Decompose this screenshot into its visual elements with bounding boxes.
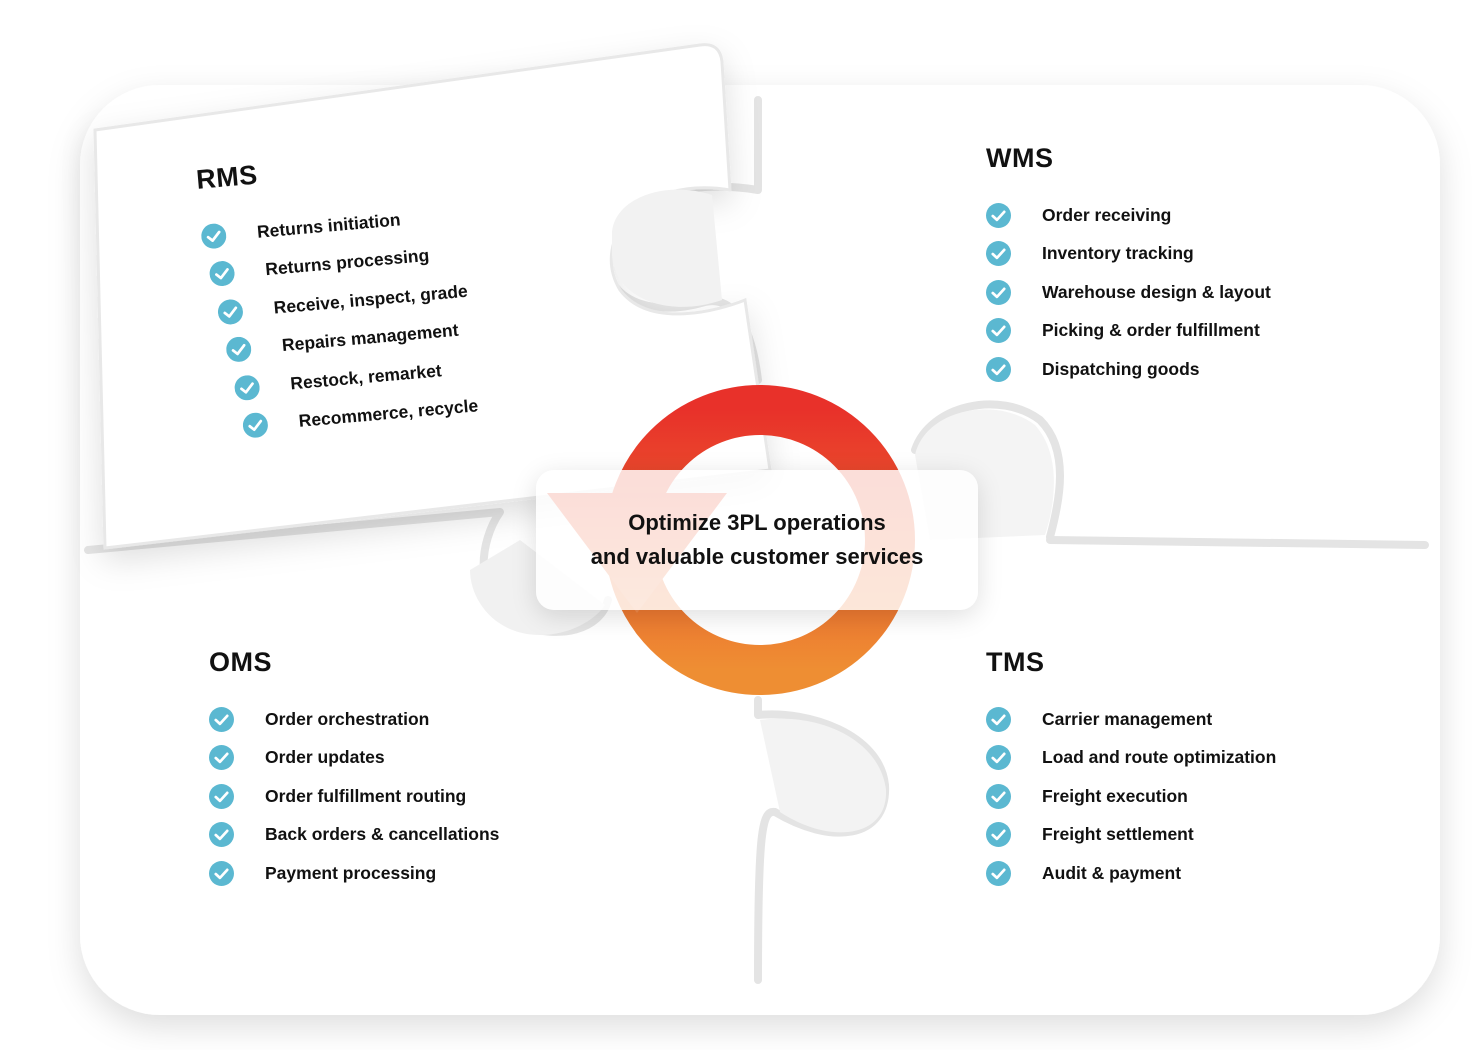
list-item: Warehouse design & layout	[986, 273, 1271, 312]
tms-title: TMS	[986, 647, 1045, 677]
check-circle-icon	[986, 745, 1011, 771]
check-circle-icon	[209, 745, 234, 771]
check-circle-icon	[986, 356, 1011, 382]
list-item: Dispatching goods	[986, 350, 1271, 389]
check-circle-icon	[242, 412, 268, 438]
check-circle-icon	[226, 337, 252, 363]
list-item-label: Payment processing	[265, 862, 437, 883]
list-item-label: Returns processing	[264, 245, 430, 280]
list-item: Order fulfillment routing	[209, 777, 499, 816]
wms-list: Order receiving Inventory tracking Wareh…	[986, 196, 1271, 389]
wms-panel: WMS Order receiving Inventory tracking W…	[986, 143, 1271, 389]
center-card: Optimize 3PL operations and valuable cus…	[536, 470, 978, 610]
rms-list: Returns initiation Returns processing Re…	[200, 195, 480, 448]
oms-list: Order orchestration Order updates Order …	[209, 700, 499, 893]
check-circle-icon	[209, 860, 234, 886]
list-item: Receive, inspect, grade	[216, 272, 469, 332]
oms-panel: OMS Order orchestration Order updates Or…	[209, 647, 499, 893]
list-item-label: Audit & payment	[1042, 862, 1182, 883]
list-item: Repairs management	[225, 310, 473, 370]
list-item: Load and route optimization	[986, 739, 1276, 778]
check-circle-icon	[209, 706, 234, 732]
list-item: Carrier management	[986, 700, 1276, 739]
list-item-label: Load and route optimization	[1042, 747, 1277, 768]
list-item: Returns initiation	[200, 195, 463, 256]
rms-panel: RMS Returns initiation Returns processin…	[195, 142, 480, 448]
check-circle-icon	[986, 202, 1011, 228]
list-item: Inventory tracking	[986, 235, 1271, 274]
center-line-1: Optimize 3PL operations	[628, 510, 886, 535]
seam-right	[911, 400, 1064, 541]
knob-shadow-top	[612, 189, 722, 307]
list-item-label: Repairs management	[281, 319, 460, 356]
check-circle-icon	[209, 783, 234, 809]
list-item: Order updates	[209, 739, 499, 778]
check-circle-icon	[209, 822, 234, 848]
check-circle-icon	[986, 860, 1011, 886]
list-item-label: Recommerce, recycle	[297, 395, 479, 432]
list-item-label: Order updates	[265, 747, 385, 768]
tms-list: Carrier management Load and route optimi…	[986, 700, 1276, 893]
list-item-label: Freight settlement	[1042, 824, 1194, 845]
oms-title: OMS	[209, 647, 273, 677]
list-item-label: Order receiving	[1042, 204, 1172, 225]
list-item-label: Inventory tracking	[1042, 243, 1194, 264]
list-item-label: Order fulfillment routing	[265, 785, 467, 806]
list-item-label: Restock, remarket	[289, 360, 443, 394]
list-item-label: Warehouse design & layout	[1042, 281, 1271, 302]
seam-right-line	[1046, 536, 1429, 549]
list-item: Returns processing	[208, 233, 466, 294]
list-item: Payment processing	[209, 854, 499, 893]
check-circle-icon	[234, 375, 260, 401]
list-item-label: Returns initiation	[256, 209, 402, 242]
list-item-label: Carrier management	[1042, 708, 1213, 729]
knob-shadow-bottom	[760, 718, 887, 833]
check-circle-icon	[217, 299, 243, 325]
check-circle-icon	[986, 241, 1011, 267]
tms-panel: TMS Carrier management Load and route op…	[986, 647, 1276, 893]
wms-title: WMS	[986, 143, 1054, 173]
check-circle-icon	[986, 318, 1011, 344]
check-circle-icon	[986, 706, 1011, 732]
center-line-2: and valuable customer services	[590, 544, 924, 569]
check-circle-icon	[986, 822, 1011, 848]
list-item: Back orders & cancellations	[209, 816, 499, 855]
list-item-label: Freight execution	[1042, 785, 1188, 806]
list-item: Picking & order fulfillment	[986, 312, 1271, 351]
check-circle-icon	[209, 261, 235, 287]
list-item-label: Dispatching goods	[1042, 358, 1200, 379]
list-item: Freight settlement	[986, 816, 1276, 855]
list-item-label: Picking & order fulfillment	[1042, 320, 1260, 341]
list-item-label: Order orchestration	[265, 708, 430, 729]
check-circle-icon	[986, 783, 1011, 809]
list-item: Recommerce, recycle	[241, 387, 479, 446]
list-item: Order receiving	[986, 196, 1271, 235]
list-item: Order orchestration	[209, 700, 499, 739]
list-item: Audit & payment	[986, 854, 1276, 893]
list-item-label: Back orders & cancellations	[265, 824, 500, 845]
check-circle-icon	[986, 279, 1011, 305]
check-circle-icon	[201, 223, 227, 249]
list-item: Restock, remarket	[233, 348, 476, 407]
list-item: Freight execution	[986, 777, 1276, 816]
